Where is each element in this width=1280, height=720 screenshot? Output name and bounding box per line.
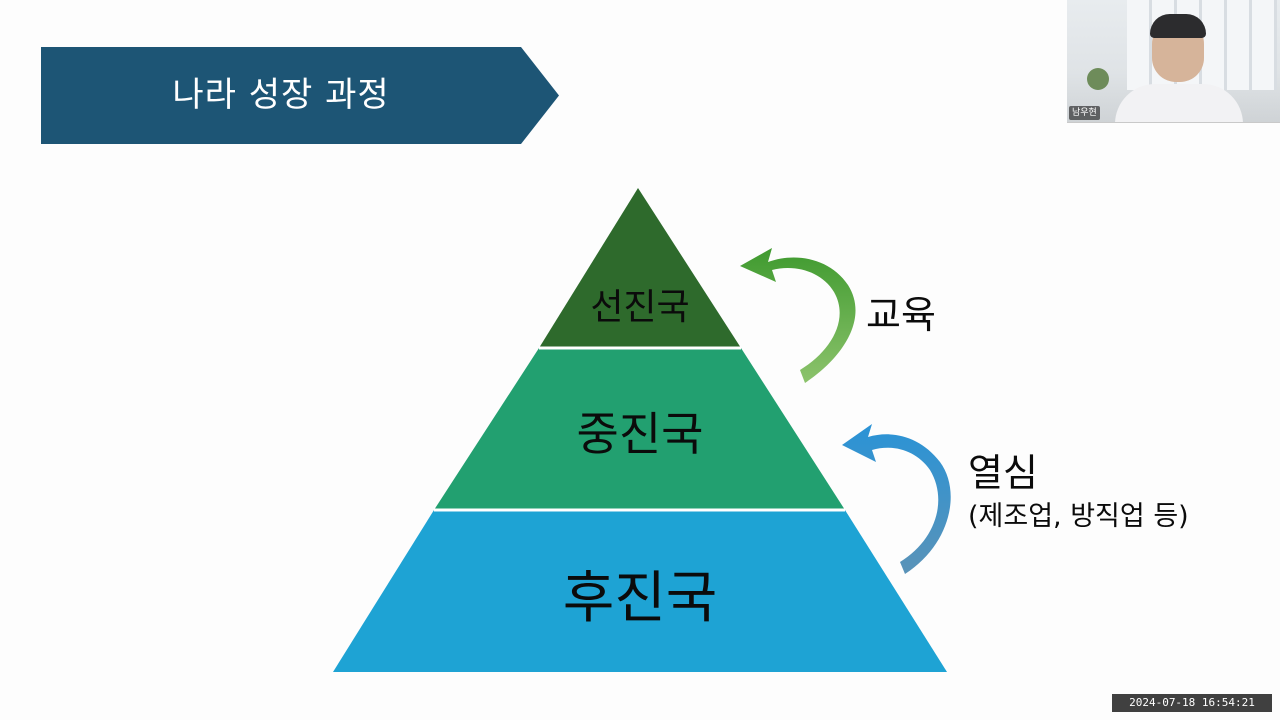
effort-sublabel: (제조업, 방직업 등) xyxy=(968,501,1189,532)
recording-timestamp: 2024-07-18 16:54:21 xyxy=(1112,694,1272,712)
webcam-background-plant xyxy=(1087,68,1109,90)
presenter-name-tag: 남우현 xyxy=(1069,106,1100,120)
education-label: 교육 xyxy=(866,293,936,337)
title-banner-shape xyxy=(41,47,559,144)
tier-label-developing: 중진국 xyxy=(576,407,704,461)
effort-label: 열심 xyxy=(968,451,1038,495)
presenter-body xyxy=(1115,84,1243,122)
slide-title: 나라 성장 과정 xyxy=(172,75,390,115)
tier-label-underdeveloped: 후진국 xyxy=(562,566,718,631)
lower-curved-arrow xyxy=(842,424,951,574)
presenter-hair xyxy=(1150,14,1206,38)
title-banner: 나라 성장 과정 xyxy=(41,47,559,144)
webcam-video-tile[interactable]: 남우현 xyxy=(1067,0,1280,123)
upper-curved-arrow xyxy=(740,248,856,383)
pyramid-tier-developing xyxy=(434,348,845,510)
pyramid-tier-underdeveloped xyxy=(333,510,947,672)
pyramid-tier-advanced xyxy=(539,188,741,348)
tier-label-advanced: 선진국 xyxy=(590,287,690,328)
